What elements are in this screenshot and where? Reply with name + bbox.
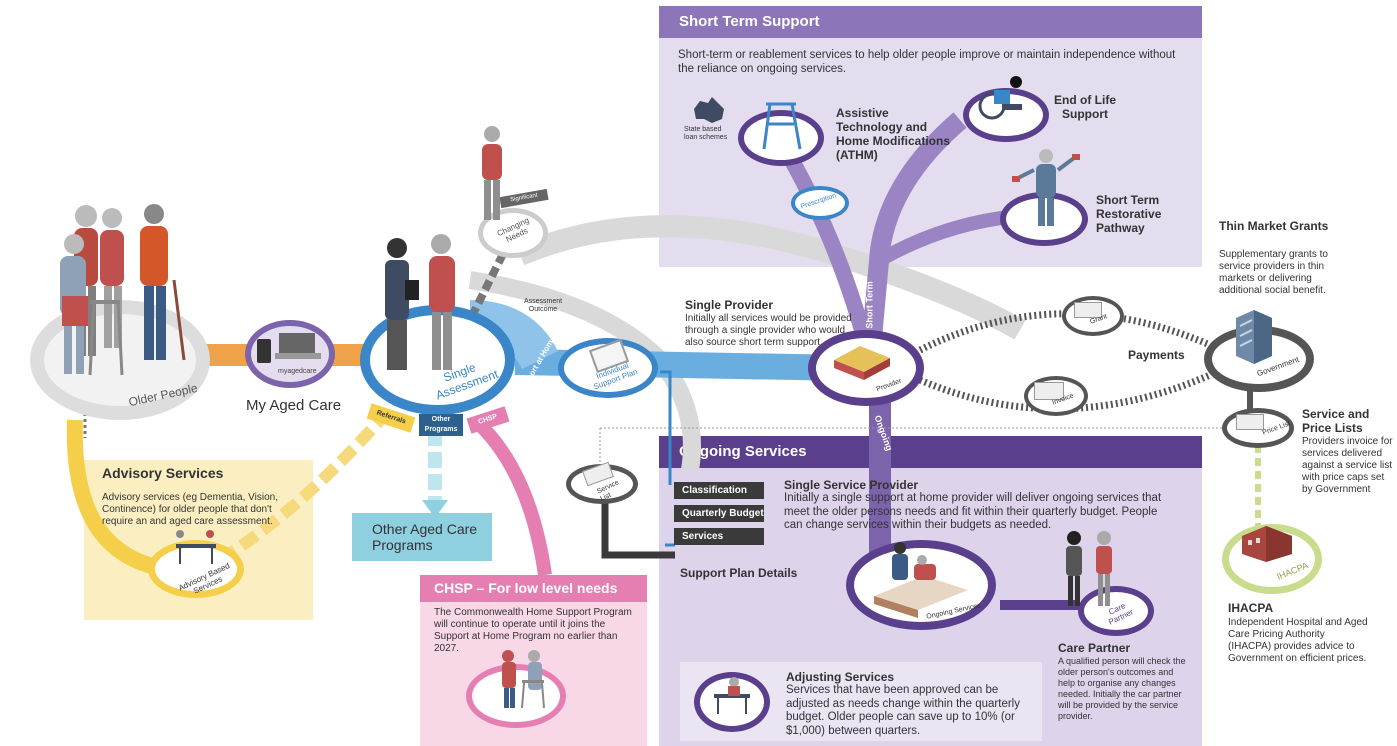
ihacpa-desc: Independent Hospital and Aged Care Prici… [1228,617,1368,664]
bed-care-icon [874,542,968,618]
plan-quarterly-budget: Quarterly Budget [674,505,764,522]
adjusting-desc: Services that have been approved can be … [786,684,1020,737]
tree-trunk-eol [860,112,967,361]
prescription-circle[interactable] [791,186,849,220]
athm-circle[interactable] [738,110,824,166]
adjusting-desk-icon [714,677,750,714]
government-building-icon [1236,310,1272,364]
chsp-tag-label: CHSP [477,413,499,426]
single-provider-desc: Initially all services would be provided… [685,313,852,348]
short-term-title: Short Term Support [679,13,820,30]
advisory-title: Advisory Services [102,465,224,481]
ongoing-title: Ongoing Services [679,443,807,460]
chsp-title: CHSP – For low level needs [434,580,618,596]
ihacpa-title: IHACPA [1228,601,1274,615]
plan-services: Services [674,528,764,545]
state-loan-label: State based loan schemes [684,126,728,141]
other-aged-care-box[interactable] [352,513,492,561]
advisory-based-circle[interactable] [148,540,244,598]
ihacpa-building-icon [1242,526,1292,562]
referral-dashed [216,416,385,566]
other-programs-label: Other Programs [424,416,458,433]
australia-map-icon [694,97,724,123]
single-provider-title: Single Provider [685,298,774,312]
walker-icon [762,102,802,150]
service-price-desc: Providers invoice for services delivered… [1302,436,1393,495]
ssp-desc: Initially a single support at home provi… [784,492,1162,531]
other-programs-tag: Other Programs [419,414,463,436]
chsp-path [470,414,552,576]
restorative-label: Short Term Restorative Pathway [1096,193,1162,235]
invoice-doc-icon [1034,382,1064,400]
adjusting-title: Adjusting Services [786,670,895,684]
ssp-title: Single Service Provider [784,478,919,492]
thin-market-title: Thin Market Grants [1219,219,1329,233]
care-partner-title: Care Partner [1058,641,1131,655]
care-partner-figures [1066,531,1112,606]
my-aged-care-label: My Aged Care [246,397,342,414]
advisory-desc: Advisory services (eg Dementia, Vision, … [102,492,278,527]
myagedcare-small-label: myagedcare [278,368,317,375]
advisory-desk-icon [176,530,216,564]
chsp-circle[interactable] [466,664,566,728]
care-partner-desc: A qualified person will check the older … [1058,656,1186,721]
chsp-figures [502,650,545,709]
chsp-desc: The Commonwealth Home Support Program wi… [434,607,632,654]
phone-computer-icon [257,333,321,363]
changing-needs-figure [482,126,502,220]
plan-classification: Classification [674,482,764,499]
provider-building-icon [834,346,890,380]
grant-doc-icon [1074,302,1102,318]
athm-label: Assistive Technology and Home Modificati… [836,106,951,162]
assessor-figures [385,234,455,370]
care-partner-circle[interactable] [1078,586,1154,636]
support-plan-details-label: Support Plan Details [680,566,798,580]
ongoing-header: Ongoing Services [659,436,1202,468]
short-term-tree-label: Short Term [864,281,875,329]
chsp-header [420,575,647,602]
short-term-header: Short Term Support [659,6,1202,38]
thin-market-desc: Supplementary grants to service provider… [1219,249,1328,296]
price-list-doc-icon [1236,414,1264,430]
return-loop-top [515,215,1026,340]
other-aged-care-label: Other Aged Care Programs [372,521,478,553]
older-people-figures [60,204,186,376]
service-price-title: Service and Price Lists [1302,407,1370,435]
short-term-desc: Short-term or reablement services to hel… [678,49,1176,75]
wheelchair-icon [978,76,1022,120]
ongoing-services-circle[interactable] [846,540,996,630]
exercise-figure [1012,149,1080,226]
assessment-outcome-label: Assessment Outcome [523,298,563,313]
changing-needs-circle[interactable] [478,208,548,258]
end-of-life-label: End of Life Support [1054,93,1116,121]
payments-label: Payments [1128,348,1185,362]
